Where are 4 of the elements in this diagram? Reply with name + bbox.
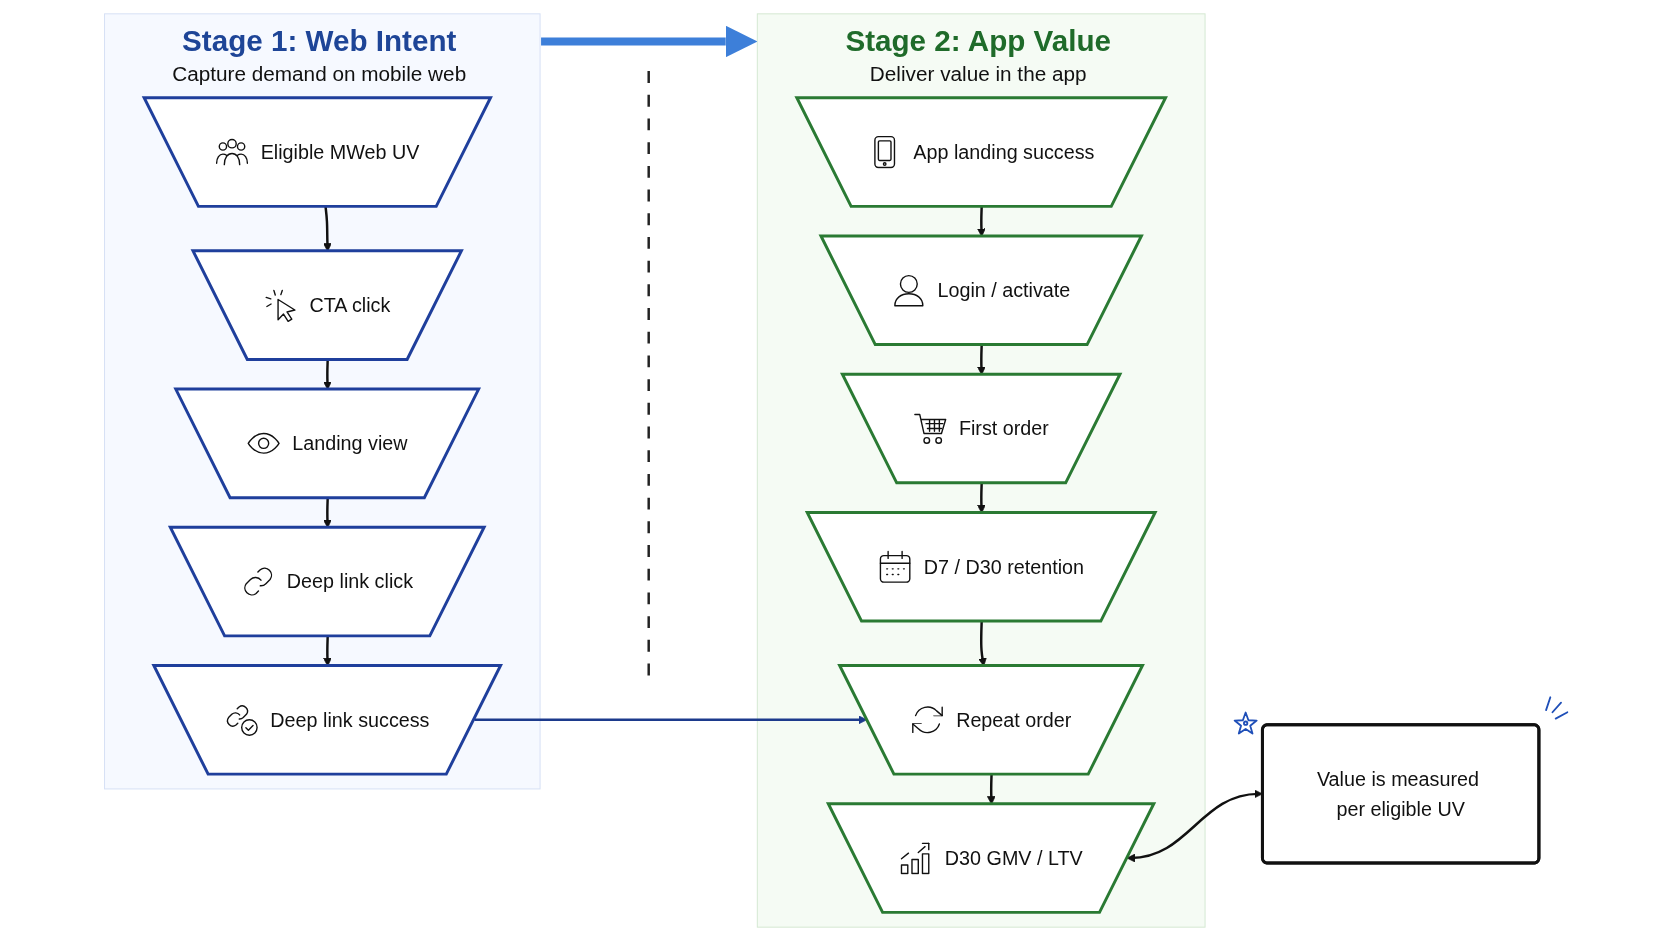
arrow (323, 359, 332, 390)
arrow (1126, 789, 1263, 862)
arrow (474, 715, 868, 725)
arrow (541, 25, 758, 58)
